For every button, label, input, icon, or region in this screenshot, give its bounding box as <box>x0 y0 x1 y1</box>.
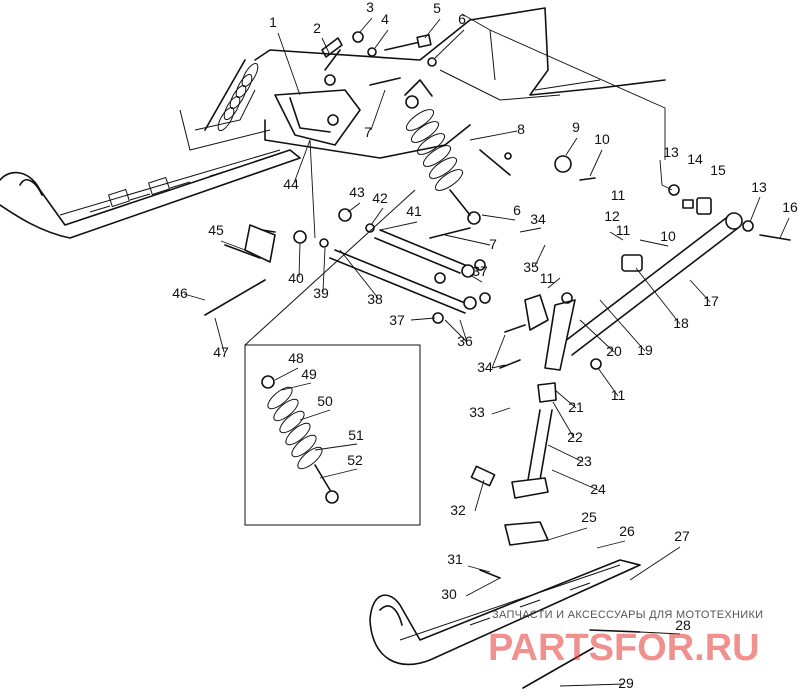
part-number-44: 44 <box>283 176 299 192</box>
part-number-18: 18 <box>673 315 689 331</box>
part-number-13: 13 <box>663 144 679 160</box>
part-number-22: 22 <box>567 429 583 445</box>
part-number-17: 17 <box>703 293 719 309</box>
tie-rods <box>329 229 491 324</box>
part-number-31: 31 <box>447 551 463 567</box>
part-number-46: 46 <box>172 285 188 301</box>
part-number-11: 11 <box>616 222 631 238</box>
part-number-48: 48 <box>288 350 304 366</box>
detail-inset <box>244 189 421 526</box>
spindle <box>499 292 602 499</box>
part-number-6: 6 <box>513 202 521 218</box>
background-shock <box>204 59 259 132</box>
part-number-38: 38 <box>367 291 383 307</box>
watermark: ЗАПЧАСТИ И АКСЕССУАРЫ ДЛЯ МОТОТЕХНИКИ PA… <box>488 609 763 669</box>
part-number-7: 7 <box>364 124 372 140</box>
part-number-5: 5 <box>433 0 441 16</box>
part-number-35: 35 <box>523 259 539 275</box>
part-number-36: 36 <box>457 333 473 349</box>
upper-mount-bracket <box>274 49 361 146</box>
part-number-1: 1 <box>269 14 277 30</box>
part-number-8: 8 <box>517 121 525 137</box>
part-number-26: 26 <box>619 523 635 539</box>
part-number-51: 51 <box>348 427 364 443</box>
part-number-29: 29 <box>618 675 634 691</box>
part-number-49: 49 <box>301 366 317 382</box>
part-number-34: 34 <box>477 359 493 375</box>
part-number-52: 52 <box>347 452 363 468</box>
part-number-37: 37 <box>389 312 405 328</box>
part-number-15: 15 <box>710 162 726 178</box>
part-number-10: 10 <box>594 131 610 147</box>
part-number-34: 34 <box>530 211 546 227</box>
part-number-37: 37 <box>472 263 488 279</box>
part-number-39: 39 <box>313 285 329 301</box>
part-number-42: 42 <box>372 190 388 206</box>
part-number-21: 21 <box>568 399 584 415</box>
callout-leaders <box>183 13 790 687</box>
left-hardware <box>204 208 471 316</box>
part-number-14: 14 <box>687 151 703 167</box>
part-number-11: 11 <box>611 387 626 403</box>
part-number-41: 41 <box>406 203 422 219</box>
left-ski <box>0 149 301 239</box>
part-number-50: 50 <box>317 393 333 409</box>
part-number-7: 7 <box>489 236 497 252</box>
part-number-32: 32 <box>450 502 466 518</box>
part-number-13: 13 <box>751 179 767 195</box>
part-number-12: 12 <box>604 208 620 224</box>
part-number-16: 16 <box>782 199 798 215</box>
part-number-11: 11 <box>611 187 626 203</box>
part-number-25: 25 <box>581 509 597 525</box>
part-number-24: 24 <box>590 481 606 497</box>
part-number-3: 3 <box>366 0 374 15</box>
part-number-28: 28 <box>675 617 691 633</box>
chassis-frame <box>179 7 666 159</box>
part-number-27: 27 <box>674 528 690 544</box>
part-number-6: 6 <box>458 11 466 27</box>
part-number-20: 20 <box>606 343 622 359</box>
part-number-9: 9 <box>572 119 580 135</box>
part-number-47: 47 <box>213 344 229 360</box>
part-number-19: 19 <box>637 342 653 358</box>
part-number-10: 10 <box>660 228 676 244</box>
part-number-23: 23 <box>576 453 592 469</box>
front-ski <box>369 465 641 689</box>
part-number-45: 45 <box>208 222 224 238</box>
part-number-43: 43 <box>349 184 365 200</box>
part-number-4: 4 <box>381 11 389 27</box>
part-number-11: 11 <box>540 270 555 286</box>
part-number-33: 33 <box>469 404 485 420</box>
watermark-brand: PARTSFOR.RU <box>488 627 760 669</box>
part-number-2: 2 <box>313 20 321 36</box>
front-shock-absorber <box>404 79 481 225</box>
part-number-40: 40 <box>288 270 304 286</box>
upper-hardware <box>321 31 596 181</box>
watermark-tagline: ЗАПЧАСТИ И АКСЕССУАРЫ ДЛЯ МОТОТЕХНИКИ <box>492 609 763 621</box>
part-number-30: 30 <box>441 586 457 602</box>
